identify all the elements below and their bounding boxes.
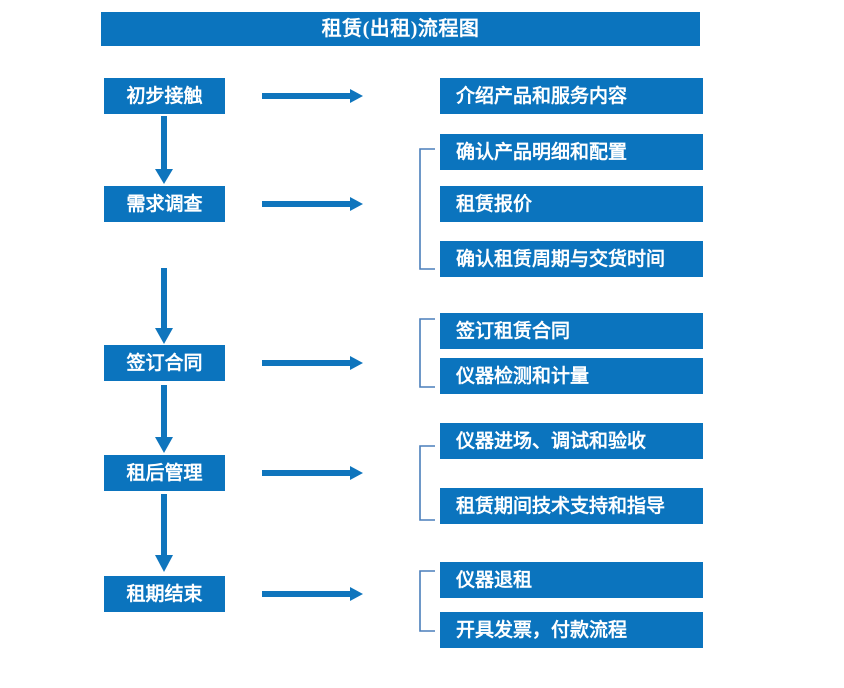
arrow-right-icon bbox=[262, 89, 363, 103]
detail-box-sign-rental-contract[interactable]: 签订租赁合同 bbox=[440, 313, 703, 349]
stage-box-rental-end[interactable]: 租期结束 bbox=[104, 576, 225, 612]
stage-box-requirement-survey[interactable]: 需求调查 bbox=[104, 186, 225, 222]
arrow-down-icon bbox=[155, 494, 173, 572]
arrow-right-icon bbox=[262, 587, 363, 601]
group-bracket-icon bbox=[419, 570, 435, 632]
arrow-down-contract-to-post-rental bbox=[152, 385, 176, 455]
detail-box-confirm-rental-period[interactable]: 确认租赁周期与交货时间 bbox=[440, 241, 703, 277]
arrow-down-post-rental-to-rental-end bbox=[152, 494, 176, 574]
flowchart-title-bar: 租赁(出租)流程图 bbox=[101, 12, 700, 46]
arrow-down-icon bbox=[155, 116, 173, 184]
arrow-right-initial-contact bbox=[262, 86, 364, 106]
arrow-down-icon bbox=[155, 268, 173, 344]
detail-box-rental-quotation[interactable]: 租赁报价 bbox=[440, 186, 703, 222]
stage-label-post-rental-management: 租后管理 bbox=[126, 462, 203, 484]
detail-box-technical-support[interactable]: 租赁期间技术支持和指导 bbox=[440, 488, 703, 524]
group-bracket-icon bbox=[419, 318, 435, 388]
arrow-down-survey-to-contract bbox=[152, 268, 176, 346]
detail-box-confirm-product-spec[interactable]: 确认产品明细和配置 bbox=[440, 134, 703, 170]
page-title: 租赁(出租)流程图 bbox=[321, 18, 480, 40]
group-bracket-icon bbox=[419, 445, 435, 521]
group-bracket-post-rental-management bbox=[418, 445, 436, 521]
stage-box-sign-contract[interactable]: 签订合同 bbox=[104, 345, 225, 381]
detail-label-confirm-rental-period: 确认租赁周期与交货时间 bbox=[456, 248, 666, 270]
group-bracket-rental-end bbox=[418, 570, 436, 632]
stage-box-initial-contact[interactable]: 初步接触 bbox=[104, 78, 225, 114]
arrow-right-sign-contract bbox=[262, 353, 364, 373]
stage-label-initial-contact: 初步接触 bbox=[126, 85, 203, 107]
arrow-down-icon bbox=[155, 385, 173, 453]
arrow-right-icon bbox=[262, 356, 363, 370]
group-bracket-sign-contract bbox=[418, 318, 436, 388]
arrow-right-rental-end bbox=[262, 584, 364, 604]
stage-label-rental-end: 租期结束 bbox=[126, 583, 203, 605]
detail-box-introduce-products[interactable]: 介绍产品和服务内容 bbox=[440, 78, 703, 114]
detail-label-invoice-payment: 开具发票，付款流程 bbox=[456, 619, 628, 641]
detail-label-introduce-products: 介绍产品和服务内容 bbox=[456, 85, 628, 107]
detail-label-confirm-product-spec: 确认产品明细和配置 bbox=[456, 141, 628, 163]
group-bracket-icon bbox=[419, 148, 435, 270]
detail-box-instrument-return[interactable]: 仪器退租 bbox=[440, 562, 703, 598]
arrow-right-icon bbox=[262, 197, 363, 211]
detail-box-invoice-payment[interactable]: 开具发票，付款流程 bbox=[440, 612, 703, 648]
detail-box-instrument-installation[interactable]: 仪器进场、调试和验收 bbox=[440, 423, 703, 459]
group-bracket-requirement-survey bbox=[418, 148, 436, 270]
arrow-down-initial-to-survey bbox=[152, 116, 176, 186]
detail-label-instrument-installation: 仪器进场、调试和验收 bbox=[456, 430, 647, 452]
detail-label-rental-quotation: 租赁报价 bbox=[456, 193, 533, 215]
stage-label-sign-contract: 签订合同 bbox=[126, 352, 203, 374]
detail-label-sign-rental-contract: 签订租赁合同 bbox=[456, 320, 571, 342]
detail-box-instrument-inspection[interactable]: 仪器检测和计量 bbox=[440, 358, 703, 394]
stage-box-post-rental-management[interactable]: 租后管理 bbox=[104, 455, 225, 491]
detail-label-instrument-return: 仪器退租 bbox=[456, 569, 533, 591]
arrow-right-requirement-survey bbox=[262, 194, 364, 214]
stage-label-requirement-survey: 需求调查 bbox=[126, 193, 203, 215]
detail-label-technical-support: 租赁期间技术支持和指导 bbox=[456, 495, 666, 517]
arrow-right-post-rental-management bbox=[262, 463, 364, 483]
arrow-right-icon bbox=[262, 466, 363, 480]
detail-label-instrument-inspection: 仪器检测和计量 bbox=[456, 365, 590, 387]
